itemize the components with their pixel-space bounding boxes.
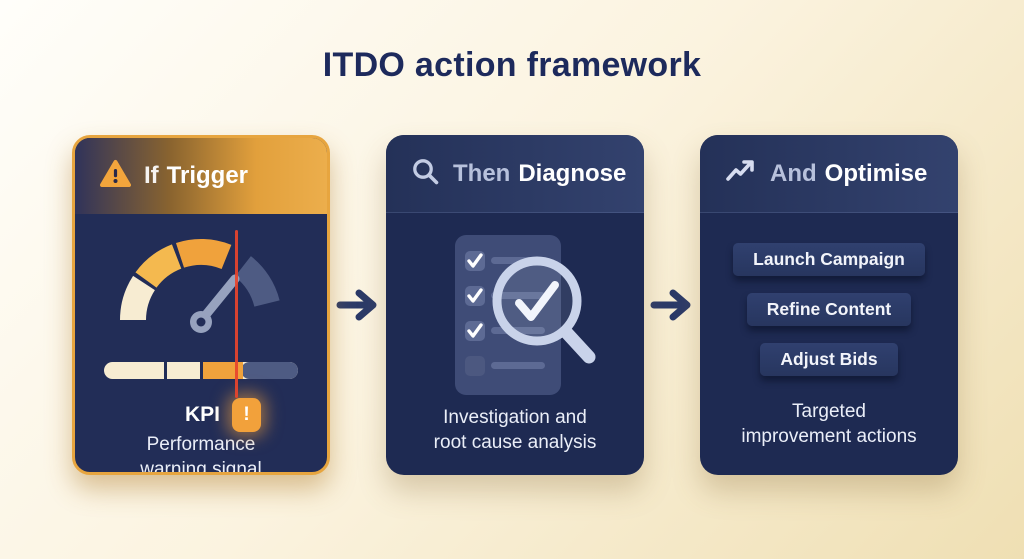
right-arrow-icon — [650, 289, 691, 321]
arrow-1 — [330, 135, 386, 475]
step-keyword: And — [770, 159, 817, 187]
card-and-optimise: And Optimise Launch Campaign Refine Cont… — [700, 135, 958, 475]
card-caption: Targeted improvement actions — [741, 399, 916, 449]
caption-line-2: improvement actions — [741, 425, 917, 447]
card-and-optimise-body: Launch Campaign Refine Content Adjust Bi… — [700, 213, 958, 475]
adjust-bids-button[interactable]: Adjust Bids — [760, 343, 898, 376]
framework-steps-row: If Trigger — [0, 135, 1024, 475]
speedometer-gauge-illustration: KPI ! — [96, 228, 306, 432]
trend-up-icon — [725, 158, 757, 189]
card-if-trigger: If Trigger — [72, 135, 330, 475]
card-caption: Investigation and root cause analysis — [434, 405, 597, 455]
page-title: ITDO action framework — [322, 46, 702, 84]
refine-content-button[interactable]: Refine Content — [746, 293, 912, 326]
arrow-2 — [644, 135, 700, 475]
card-if-trigger-header: If Trigger — [75, 138, 327, 214]
card-then-diagnose-body: Investigation and root cause analysis — [386, 213, 644, 475]
step-label: Optimise — [824, 159, 928, 187]
kpi-row: KPI ! — [118, 398, 327, 432]
action-list: Launch Campaign Refine Content Adjust Bi… — [733, 243, 925, 376]
warning-triangle-icon — [100, 159, 131, 193]
card-caption: Performance warning signal — [140, 432, 262, 475]
card-then-diagnose: Then Diagnose — [386, 135, 644, 475]
kpi-alert-badge: ! — [232, 398, 261, 432]
gauge-icon — [104, 238, 298, 379]
step-label: Trigger — [166, 162, 249, 189]
card-then-diagnose-header: Then Diagnose — [386, 135, 644, 213]
kpi-label: KPI — [184, 403, 220, 426]
caption-line-1: Performance — [146, 434, 256, 455]
step-keyword: If — [144, 162, 159, 189]
magnifier-icon — [411, 157, 440, 191]
threshold-line — [235, 230, 238, 398]
launch-campaign-button[interactable]: Launch Campaign — [733, 243, 925, 276]
step-keyword: Then — [453, 159, 511, 187]
card-and-optimise-header: And Optimise — [700, 135, 958, 213]
right-arrow-icon — [336, 289, 377, 321]
caption-line-2: warning signal — [140, 459, 262, 475]
checklist-magnifier-illustration — [455, 235, 596, 395]
card-if-trigger-body: KPI ! Performance warning signal — [75, 214, 327, 475]
step-label: Diagnose — [518, 159, 627, 187]
caption-line-2: root cause analysis — [433, 432, 597, 454]
caption-line-1: Targeted — [792, 400, 866, 422]
caption-line-1: Investigation and — [443, 407, 587, 428]
